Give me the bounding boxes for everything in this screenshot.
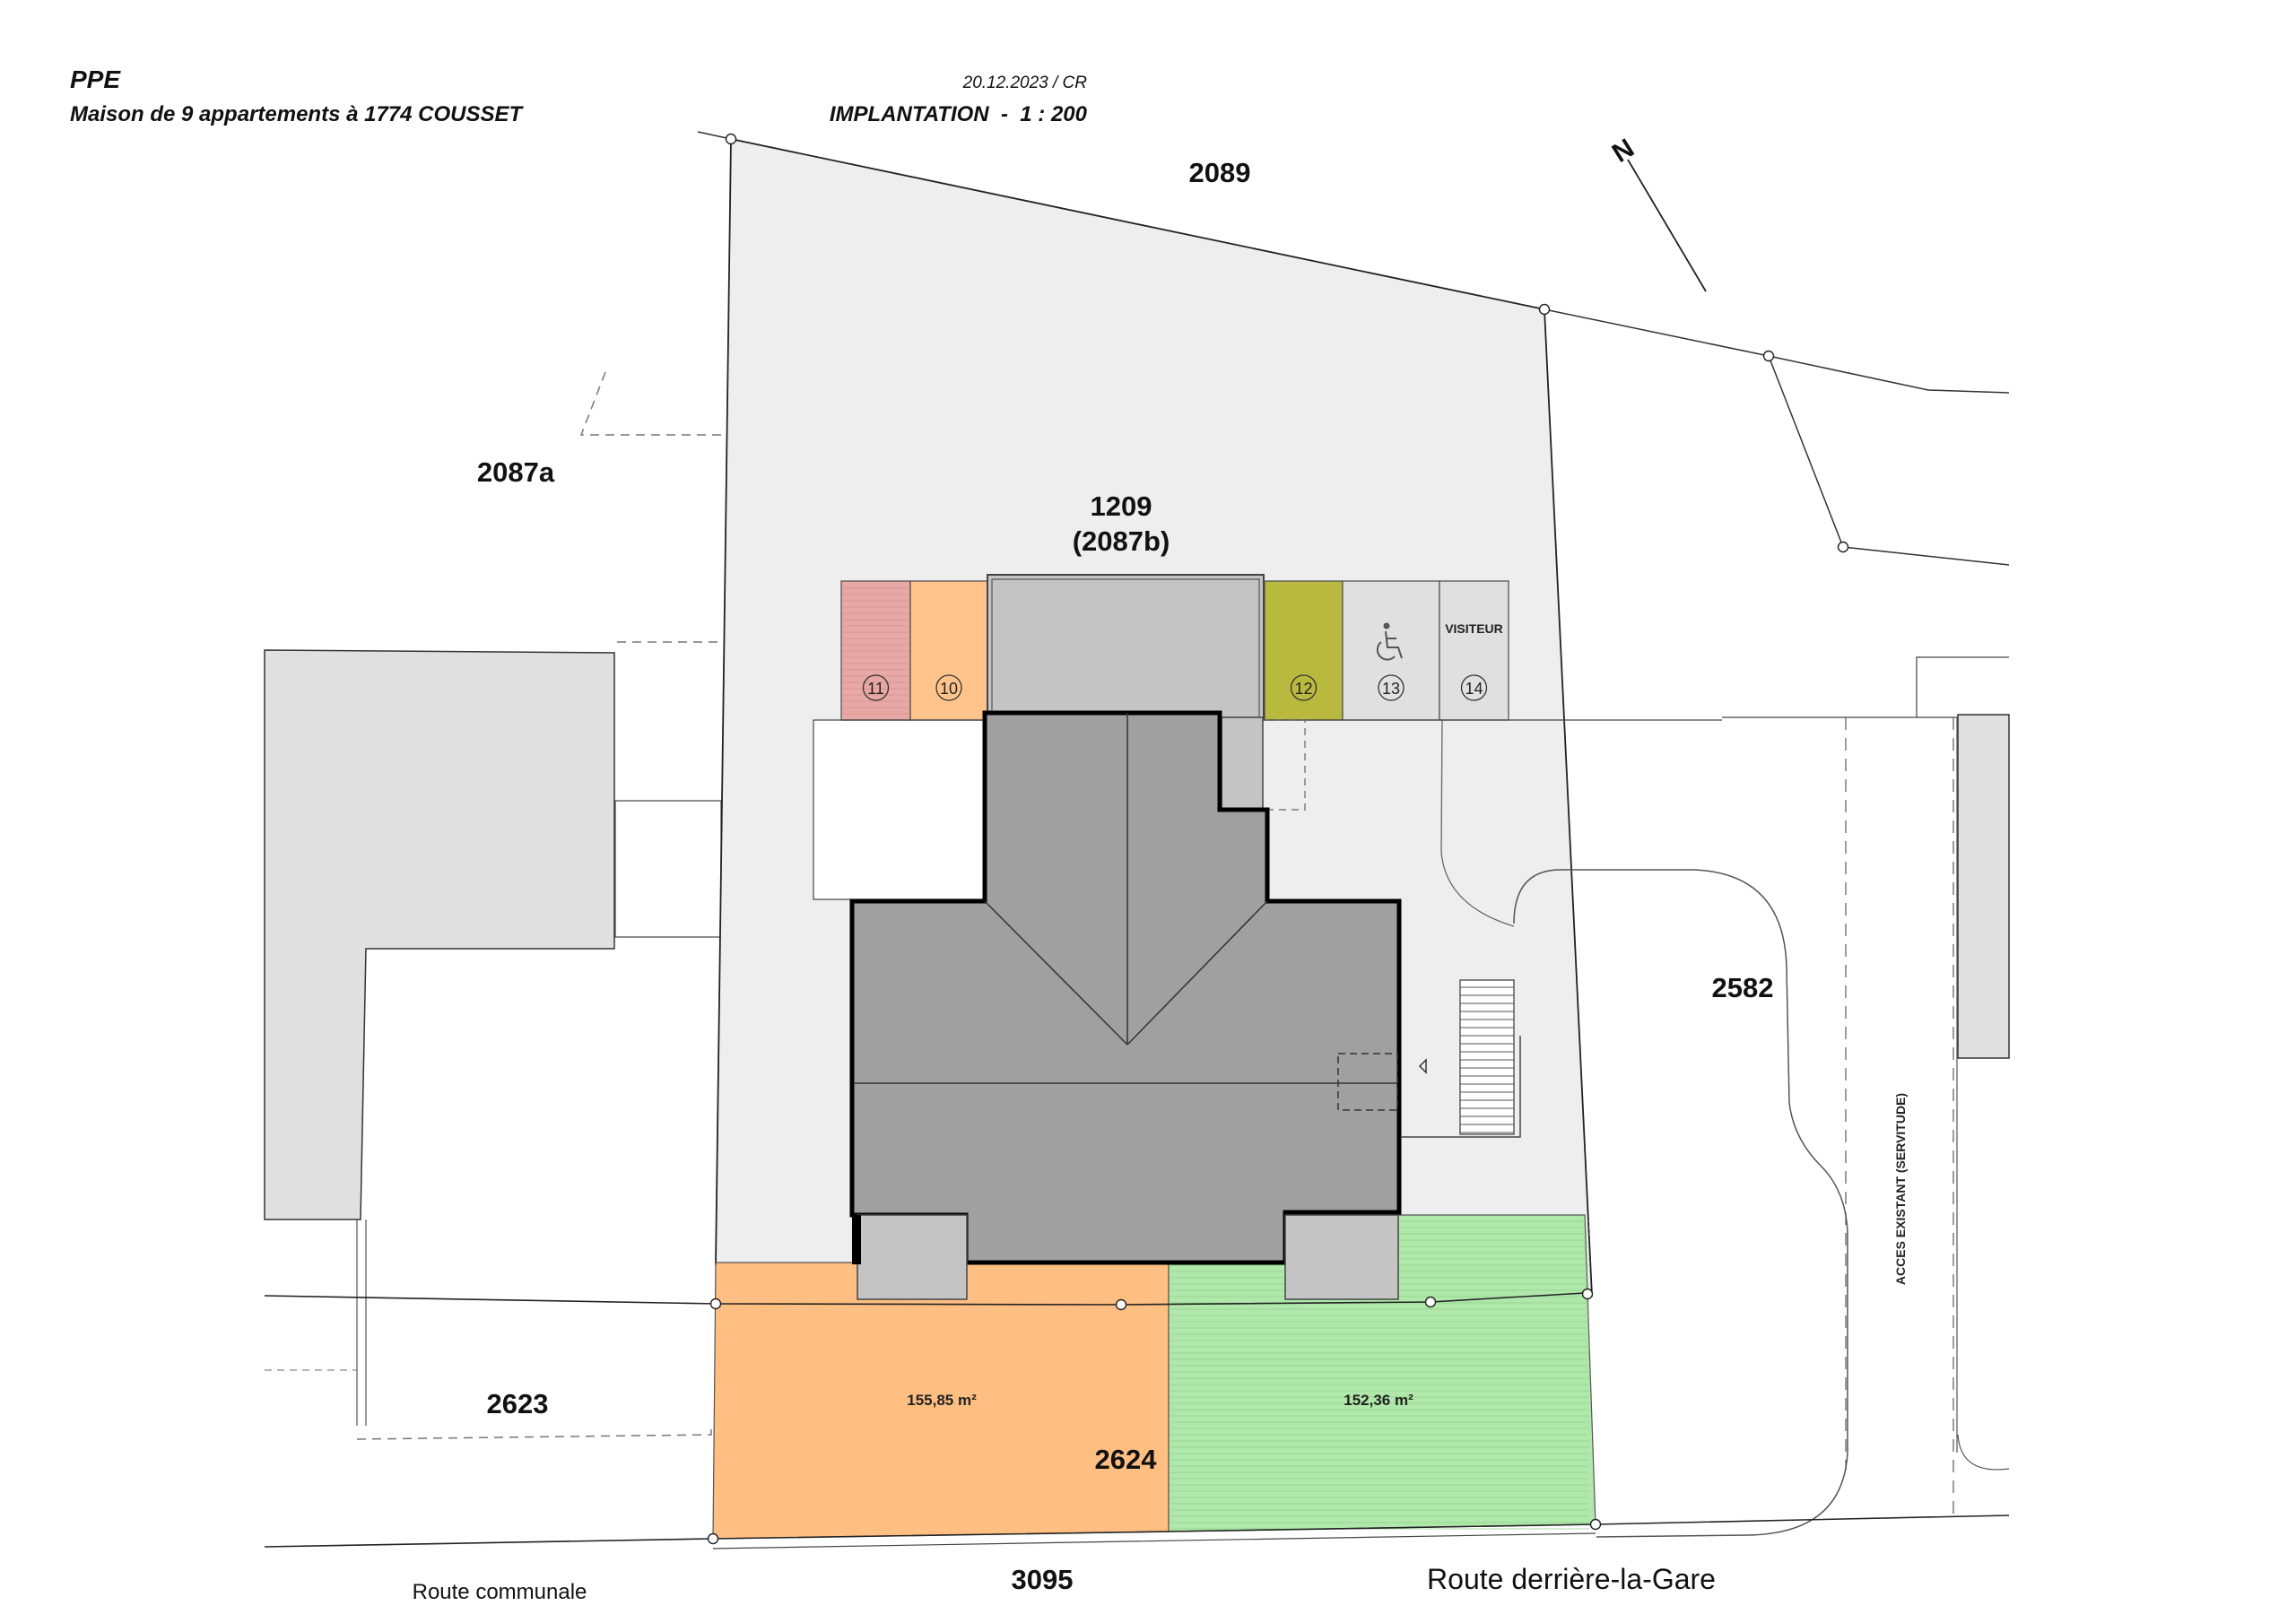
parcel-label-2087a: 2087a	[477, 456, 555, 488]
roof-hip	[1126, 900, 1268, 1046]
parcel-boundary	[1544, 308, 2010, 394]
parcel-label-2623: 2623	[487, 1388, 549, 1419]
entrance-arrow-icon	[1418, 1058, 1427, 1074]
neighbor-building-right	[1957, 714, 2010, 1059]
survey-point-icon	[1589, 1518, 1602, 1531]
parking-spot-label: 10	[940, 680, 958, 698]
parking-spot-12: 12	[1264, 580, 1344, 721]
plan-date: 20.12.2023 / CR	[962, 74, 1088, 92]
neighbor-building-left	[264, 649, 615, 1220]
neighbor-outline	[1916, 656, 2009, 717]
carport-extension	[1221, 716, 1264, 811]
parking-spot-11: 11	[840, 580, 911, 721]
balcony-right	[1284, 1214, 1399, 1300]
parking-spot-label: 13	[1382, 680, 1400, 698]
wall-corner	[852, 1215, 861, 1264]
parcel-label-3095: 3095	[1012, 1564, 1074, 1595]
parcel-label-2624: 2624	[1095, 1444, 1158, 1475]
survey-point-icon	[1837, 541, 1849, 553]
dashed-line	[356, 1428, 712, 1440]
parcel-boundary	[697, 131, 732, 140]
parcel-boundary	[1768, 355, 2010, 566]
spot-number-circle	[862, 674, 890, 701]
driveway-edge	[1513, 869, 1848, 1538]
parcel-label-2582: 2582	[1712, 972, 1774, 1003]
north-arrow-line	[1627, 159, 1707, 292]
driveway-edge	[1440, 716, 1515, 927]
access-label: ACCES EXISTANT (SERVITUDE)	[1893, 1093, 1908, 1285]
spot-number-circle	[1290, 674, 1318, 701]
stair-railing	[1401, 1036, 1521, 1138]
survey-point-icon	[1424, 1296, 1437, 1308]
carport-roof	[987, 574, 1265, 721]
parking-spot-13: 13	[1342, 580, 1440, 721]
survey-point-icon	[707, 1532, 719, 1545]
wheelchair-icon	[1376, 622, 1403, 661]
road-edge	[712, 1532, 1596, 1549]
plan-scale: IMPLANTATION - 1 : 200	[830, 102, 1088, 126]
survey-point-icon	[709, 1298, 722, 1310]
parcel-label-2089: 2089	[1189, 157, 1251, 188]
neighbor-annex	[614, 800, 722, 938]
survey-point-icon	[1115, 1298, 1127, 1311]
road-label-communale: Route communale	[413, 1580, 587, 1604]
survey-point-icon	[1538, 303, 1551, 316]
parking-spot-14: 14	[1439, 580, 1509, 721]
spot-number-circle	[1460, 674, 1488, 701]
spot-number-circle	[935, 674, 962, 701]
visitor-label: VISITEUR	[1445, 621, 1503, 636]
roof-hip	[984, 900, 1128, 1046]
parcel-boundary	[264, 1538, 714, 1548]
exterior-stairs	[1459, 979, 1515, 1135]
balcony-left	[857, 1214, 968, 1300]
road-label-gare: Route derrière-la-Gare	[1427, 1563, 1716, 1595]
spot-number-circle	[1378, 674, 1405, 701]
garden-left-area: 155,85 m²	[907, 1392, 977, 1409]
parking-spot-label: 14	[1465, 680, 1483, 698]
forecourt	[813, 719, 987, 900]
survey-point-icon	[1762, 350, 1775, 362]
parking-row: 11 10 12 13 14 VISITEUR	[840, 580, 1722, 721]
survey-points	[707, 133, 1849, 1545]
parking-spot-label: 11	[867, 680, 884, 698]
plan-subtitle: Maison de 9 appartements à 1774 COUSSET	[70, 102, 525, 126]
skylight	[1337, 1053, 1398, 1111]
plan-title: PPE	[70, 65, 121, 93]
parcel-label-1209: 1209	[1091, 490, 1152, 522]
parcel-label-2087b: (2087b)	[1073, 525, 1170, 557]
parking-spot-10: 10	[909, 580, 988, 721]
parking-spot-label: 12	[1294, 680, 1312, 698]
survey-point-icon	[1581, 1288, 1594, 1300]
garden-right-area: 152,36 m²	[1344, 1392, 1413, 1409]
access-curve	[1957, 1434, 2010, 1471]
survey-point-icon	[725, 133, 737, 145]
parcel-boundary	[712, 1515, 2010, 1540]
building-roof	[849, 710, 1402, 1265]
dashed-line	[579, 371, 725, 436]
north-arrow-label: N	[1607, 134, 1639, 169]
